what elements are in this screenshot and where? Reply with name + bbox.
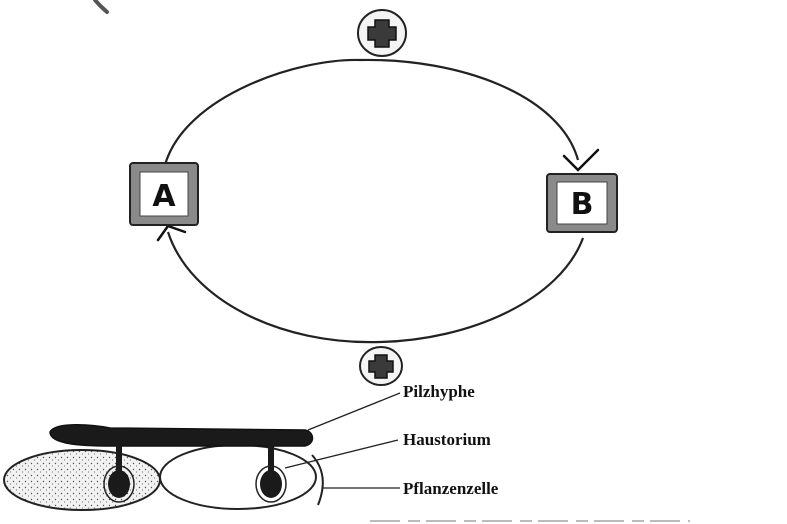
- plus-icon: [358, 10, 406, 56]
- plus-icon: [360, 347, 402, 385]
- cycle-top-arc: [165, 60, 578, 165]
- arrow-head-icon: [564, 150, 598, 170]
- label-plant-cell: Pflanzenzelle: [403, 479, 499, 498]
- label-hypha: Pilzhyphe: [403, 382, 475, 401]
- stray-mark: [95, 0, 107, 12]
- leader-line-hypha: [308, 393, 400, 430]
- box-a-label: A: [152, 179, 176, 214]
- box-a: A: [130, 163, 198, 225]
- plant-cell-left: [4, 450, 160, 510]
- label-haustorium: Haustorium: [403, 430, 491, 449]
- box-b-label: B: [571, 187, 594, 222]
- arrow-head-icon: [158, 226, 185, 240]
- plant-cell-middle: [160, 445, 316, 509]
- cycle-bottom-arc: [168, 232, 583, 342]
- cycle-diagram: A B: [130, 10, 617, 385]
- box-b: B: [547, 174, 617, 232]
- hypha: [50, 425, 313, 446]
- cross-section: Pilzhyphe Haustorium Pflanzenzelle: [4, 382, 499, 510]
